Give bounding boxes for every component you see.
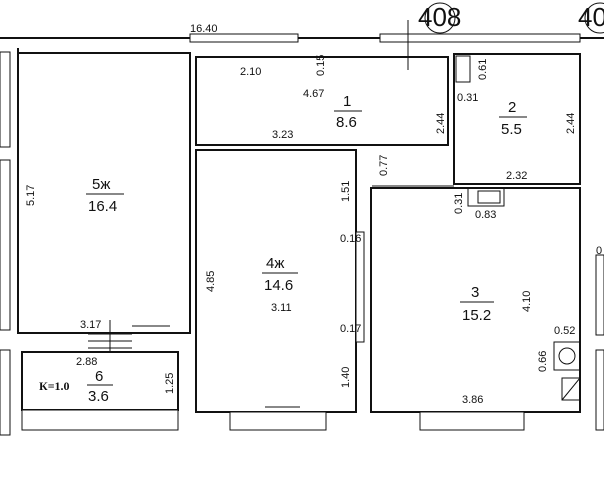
- dim-bath-width: 2.32: [506, 170, 527, 182]
- room-1-hall: [195, 56, 449, 146]
- dim-bath-height: 2.44: [565, 113, 577, 134]
- room-1-area: 8.6: [336, 114, 357, 131]
- exterior-walls: [0, 33, 604, 436]
- vent-inner-icon: [477, 190, 501, 204]
- stove-icon: [553, 341, 581, 401]
- apartment-number: 408: [418, 2, 461, 32]
- dim-balcony-depth: 1.25: [164, 373, 176, 394]
- dim-edge-fragment: 0: [596, 245, 602, 257]
- dim-room4-niche1: 0.16: [340, 233, 361, 245]
- dim-hall-length: 4.67: [303, 88, 324, 100]
- dim-top-wall: 16.40: [190, 23, 218, 35]
- corridor: [355, 150, 454, 412]
- room-2-id: 2: [508, 99, 516, 116]
- room-2-bath: [453, 53, 581, 185]
- bath-fixture-icon: [455, 55, 471, 83]
- dim-kitchen-vent: 0.83: [475, 209, 496, 221]
- room-6-label: 6 3.6: [87, 368, 113, 405]
- room-6-balcony: [21, 351, 179, 411]
- room-4: [195, 149, 357, 413]
- dim-stove-depth: 0.66: [537, 351, 549, 372]
- room-5-area: 16.4: [88, 198, 117, 215]
- vent-shaft-icon: [467, 187, 505, 207]
- room-3-label: 3 15.2: [460, 284, 494, 324]
- dim-stove-width: 0.52: [554, 325, 575, 337]
- dim-room4-top: 3.23: [272, 129, 293, 141]
- dim-room4-right: 1.51: [340, 181, 352, 202]
- dim-room5-width: 3.17: [80, 319, 101, 331]
- room-1-id: 1: [343, 93, 351, 110]
- dim-room4-height: 4.85: [205, 271, 217, 292]
- room-3-kitchen: [370, 187, 581, 413]
- room-5: [17, 52, 191, 334]
- dim-hall-height: 2.44: [435, 113, 447, 134]
- room-6-id: 6: [95, 368, 103, 385]
- dim-room4-width: 3.11: [271, 302, 292, 314]
- room-4-id: 4ж: [266, 255, 284, 272]
- bottom-windows: [21, 320, 525, 431]
- dim-balcony-width: 2.88: [76, 356, 97, 368]
- neighbor-walls: [595, 254, 604, 431]
- dim-kitchen-small: 0.31: [453, 193, 465, 214]
- dim-room5-height: 5.17: [25, 185, 37, 206]
- dim-bath-top: 0.61: [477, 59, 489, 80]
- dim-corridor: 0.77: [378, 155, 390, 176]
- room-2-area: 5.5: [501, 121, 522, 138]
- neighbor-number-fragment: 40: [578, 2, 604, 32]
- room-5-label: 5ж 16.4: [86, 176, 124, 215]
- room-2-label: 2 5.5: [499, 99, 527, 138]
- room-1-label: 1 8.6: [334, 93, 362, 131]
- dim-room4-bottom: 1.40: [340, 367, 352, 388]
- dim-hall-small: 0.15: [315, 55, 327, 76]
- room-3-id: 3: [471, 284, 479, 301]
- room-6-area: 3.6: [88, 388, 109, 405]
- dim-bath-offset: 0.31: [457, 92, 478, 104]
- apartment-number-circle: [424, 2, 456, 34]
- room-5-id: 5ж: [92, 176, 110, 193]
- dim-room4-niche2: 0.17: [340, 323, 361, 335]
- neighbor-number-circle: [584, 2, 604, 34]
- dim-kitchen-height: 4.10: [521, 291, 533, 312]
- dim-hall-width: 2.10: [240, 66, 261, 78]
- room-4-label: 4ж 14.6: [262, 255, 298, 294]
- balcony-coefficient: К=1.0: [39, 379, 70, 393]
- room-3-area: 15.2: [462, 307, 491, 324]
- room-4-area: 14.6: [264, 277, 293, 294]
- dim-kitchen-width: 3.86: [462, 394, 483, 406]
